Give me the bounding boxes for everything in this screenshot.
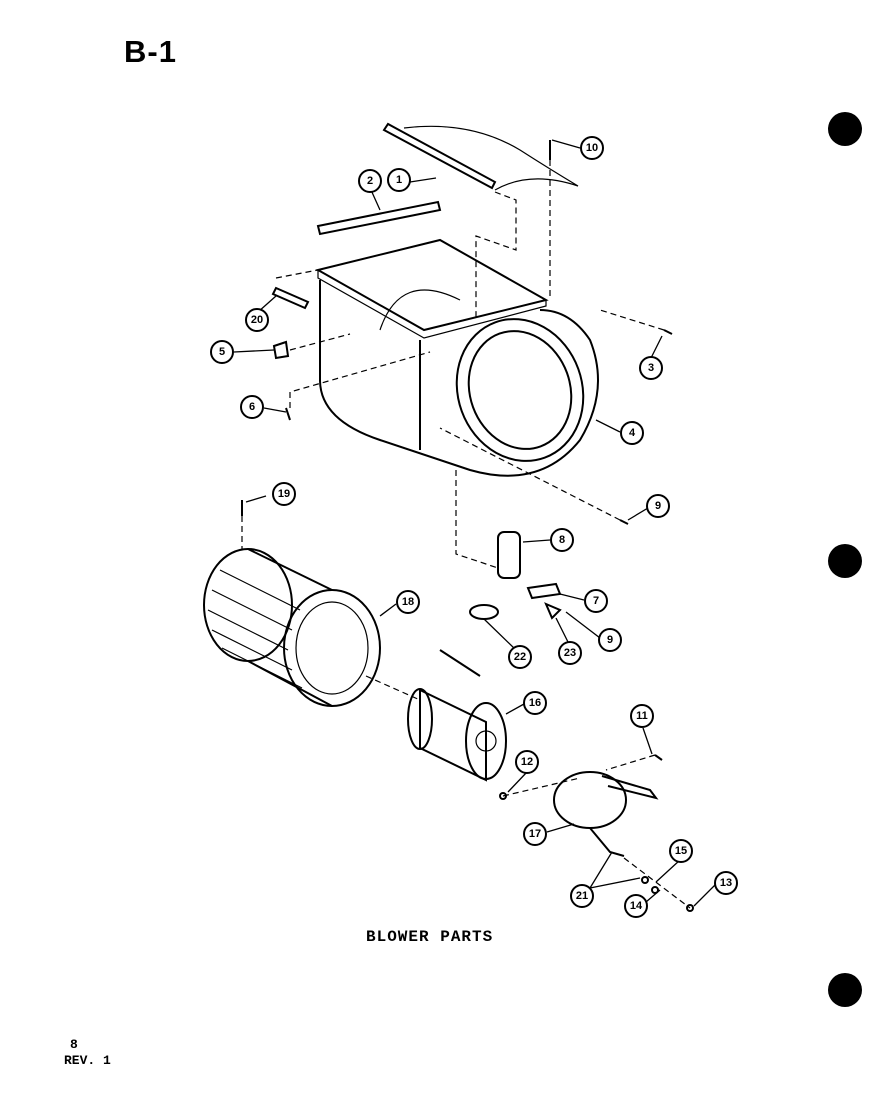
callout-label: 19 (278, 488, 290, 500)
part-blower-housing (315, 238, 599, 477)
page-title: B-1 (124, 34, 177, 69)
callout-15: 15 (669, 839, 693, 863)
callout-label: 18 (402, 596, 414, 608)
callout-label: 21 (576, 890, 588, 902)
callout-12: 12 (515, 750, 539, 774)
callout-label: 2 (367, 175, 373, 187)
callout-label: 9 (655, 500, 661, 512)
callout-9-top: 9 (646, 494, 670, 518)
callout-16: 16 (523, 691, 547, 715)
assembly-lines (241, 160, 691, 909)
screws (241, 140, 673, 761)
callout-4: 4 (620, 421, 644, 445)
part-cutoff-bracket (271, 286, 310, 310)
callout-2: 2 (358, 169, 382, 193)
callout-label: 9 (607, 634, 613, 646)
binder-hole-top (828, 112, 862, 146)
callout-label: 10 (586, 142, 598, 154)
callout-9-bottom: 9 (598, 628, 622, 652)
callout-label: 23 (564, 647, 576, 659)
revision-label: REV. 1 (64, 1053, 111, 1068)
callout-19: 19 (272, 482, 296, 506)
callout-label: 1 (396, 174, 402, 186)
part-motor-mount (553, 771, 659, 857)
callout-10: 10 (580, 136, 604, 160)
binder-hole-bottom (828, 973, 862, 1007)
callout-label: 20 (251, 314, 263, 326)
callout-7: 7 (584, 589, 608, 613)
callout-label: 17 (529, 828, 541, 840)
callout-label: 15 (675, 845, 687, 857)
callout-label: 4 (629, 427, 636, 439)
callout-17: 17 (523, 822, 547, 846)
page-number: 8 (70, 1037, 78, 1052)
binder-hole-middle (828, 544, 862, 578)
callout-14: 14 (624, 894, 648, 918)
callout-23: 23 (558, 641, 582, 665)
callout-6: 6 (240, 395, 264, 419)
part-mounting-strip (316, 200, 442, 236)
callout-label: 12 (521, 756, 533, 768)
callout-label: 6 (249, 401, 255, 413)
callout-5: 5 (210, 340, 234, 364)
callout-label: 14 (630, 900, 643, 912)
part-blower-motor (407, 649, 507, 782)
leader-lines (233, 139, 717, 907)
part-capacitor (497, 531, 521, 579)
part-clip-5 (272, 340, 290, 360)
callout-label: 5 (219, 346, 225, 358)
callout-label: 7 (593, 595, 599, 607)
callout-label: 3 (648, 362, 654, 374)
callout-3: 3 (639, 356, 663, 380)
figure-caption: BLOWER PARTS (366, 928, 494, 946)
callout-22: 22 (508, 645, 532, 669)
callout-1: 1 (387, 168, 411, 192)
callout-18: 18 (396, 590, 420, 614)
callout-label: 22 (514, 651, 526, 663)
callout-label: 16 (529, 697, 541, 709)
callout-8: 8 (550, 528, 574, 552)
callout-20: 20 (245, 308, 269, 332)
part-capacitor-bracket (469, 582, 562, 620)
callout-21: 21 (570, 884, 594, 908)
callout-13: 13 (714, 871, 738, 895)
part-top-cover (382, 122, 579, 191)
callout-label: 11 (636, 710, 648, 722)
callout-label: 8 (559, 534, 565, 546)
callout-label: 13 (720, 877, 732, 889)
callout-11: 11 (630, 704, 654, 728)
small-hardware (499, 792, 694, 912)
part-blower-wheel (203, 548, 381, 707)
